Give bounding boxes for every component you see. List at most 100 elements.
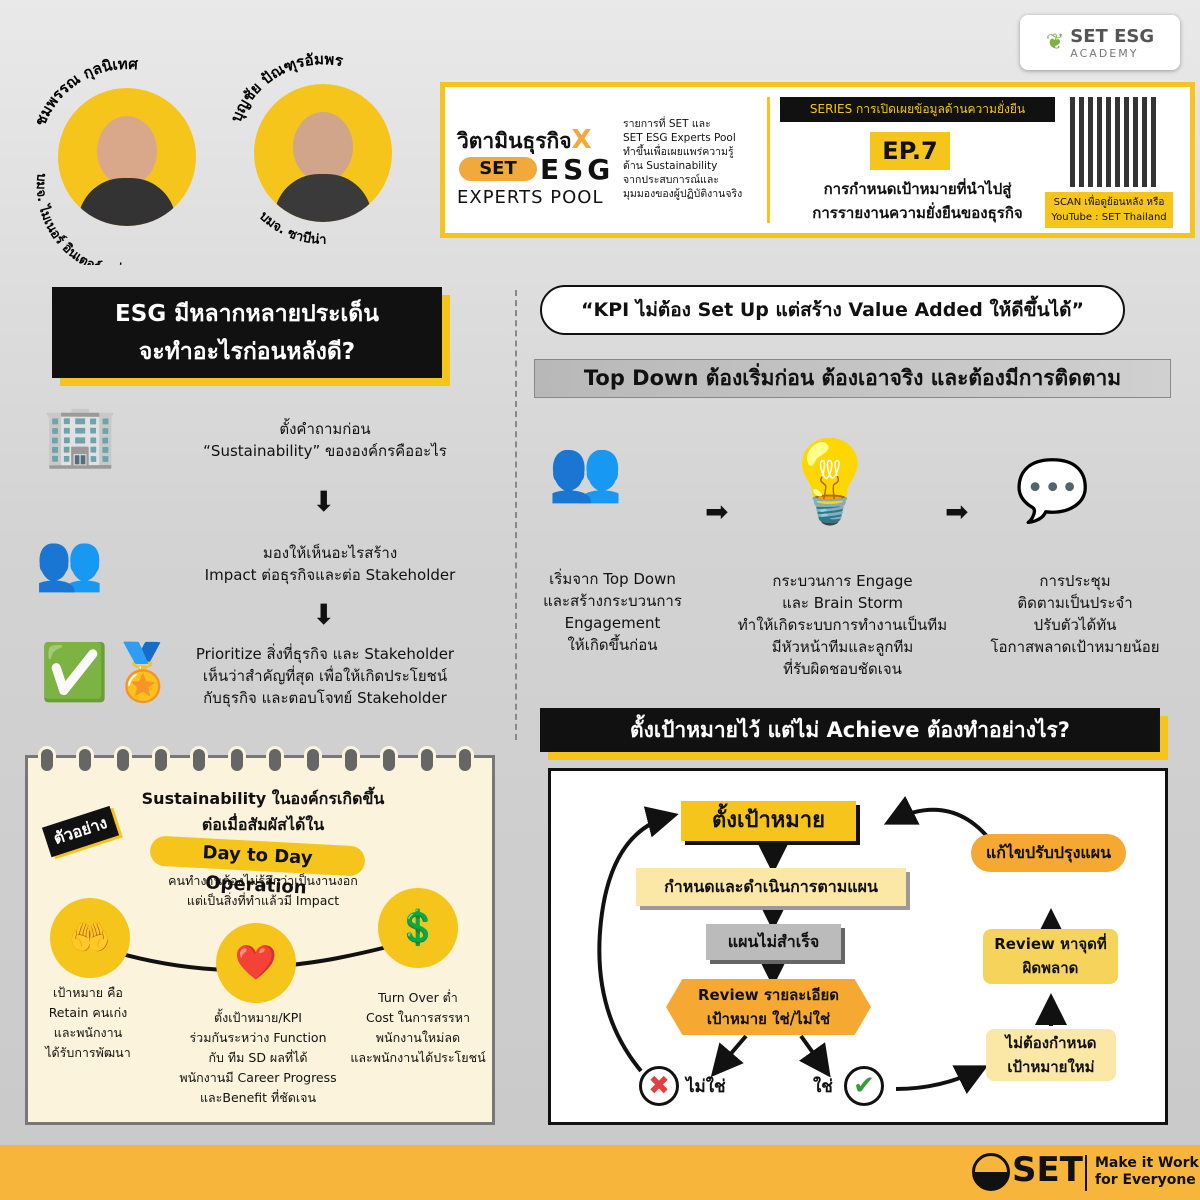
- achieve-heading: ตั้งเป้าหมายไว้ แต่ไม่ Achieve ต้องทำอย่…: [540, 708, 1160, 752]
- svg-text:บุญชัย ปัณฑุรอัมพร: บุญชัย ปัณฑุรอัมพร: [227, 50, 345, 125]
- episode-number: EP.7: [870, 132, 950, 170]
- desc-line: ทำขึ้นเพื่อเผยแพร่ความรู้: [623, 146, 734, 158]
- yes-label: ใช่: [813, 1077, 833, 1097]
- step-line: Impact ต่อธุรกิจและต่อ Stakeholder: [204, 566, 456, 584]
- section-divider: [515, 290, 517, 740]
- footer-divider: [1085, 1155, 1087, 1191]
- heart-hands-icon: ❤️: [216, 923, 296, 1003]
- right-arrow-icon: ➡: [945, 495, 969, 528]
- sub-line: แต่เป็นสิ่งที่ทำแล้วมี Impact: [186, 893, 340, 908]
- col-line: เริ่มจาก Top Down: [549, 570, 676, 588]
- cross-icon: ✖: [639, 1066, 679, 1106]
- ring: [456, 746, 474, 774]
- stakeholders-icon: 👥: [35, 530, 104, 594]
- step-3-text: Prioritize สิ่งที่ธุรกิจ และ Stakeholder…: [175, 643, 475, 709]
- ring: [418, 746, 436, 774]
- set-logo-icon: [972, 1153, 1010, 1191]
- check-icon: ✔: [844, 1066, 884, 1106]
- program-title: วิตามินธุรกิจ: [457, 129, 572, 153]
- no-label: ไม่ใช่: [686, 1077, 726, 1097]
- box-line: ไม่ต้องกำหนด: [1005, 1034, 1097, 1052]
- svg-text:ชมพรรณ กุลนิเทศ: ชมพรรณ กุลนิเทศ: [31, 55, 139, 129]
- box-line: เป้าหมายใหม่: [1007, 1058, 1095, 1076]
- set-badge: SET: [459, 157, 537, 181]
- example-title: Sustainability ในองค์กรเกิดขึ้นต่อเมื่อส…: [118, 786, 408, 838]
- ring: [76, 746, 94, 774]
- set-goal-box: ตั้งเป้าหมาย: [681, 801, 856, 841]
- col-line: ให้เกิดขึ้นก่อน: [567, 636, 658, 654]
- step-1-text: ตั้งคำถามก่อน“Sustainability” ขององค์กรค…: [170, 418, 480, 462]
- scan-line: YouTube : SET Thailand: [1051, 212, 1167, 223]
- ring: [190, 746, 208, 774]
- program-description: รายการที่ SET และ SET ESG Experts Pool ทำข…: [623, 117, 742, 201]
- col-line: การประชุม: [1039, 572, 1111, 590]
- example-notepad: ตัวอย่าง Sustainability ในองค์กรเกิดขึ้น…: [25, 746, 498, 1125]
- step-line: Prioritize สิ่งที่ธุรกิจ และ Stakeholder: [195, 645, 455, 663]
- review-decision: Review รายละเอียดเป้าหมาย ใช่/ไม่ใช่: [666, 979, 871, 1035]
- tag-line: for Everyone: [1095, 1172, 1196, 1188]
- step-line: กับธุรกิจ และตอบโจทย์ Stakeholder: [203, 689, 447, 707]
- scan-note: SCAN เพื่อดูย้อนหลัง หรือ YouTube : SET T…: [1045, 192, 1173, 228]
- step-line: “Sustainability” ขององค์กรคืออะไร: [203, 442, 447, 460]
- item-line: Cost ในการสรรหา: [365, 1010, 471, 1025]
- box-line: Review หาจุดที่: [994, 935, 1107, 953]
- desc-line: SET ESG Experts Pool: [623, 132, 736, 144]
- review-line: เป้าหมาย ใช่/ไม่ใช่: [706, 1010, 831, 1028]
- col-1-text: เริ่มจาก Top Down และสร้างกระบวนการ Engage…: [530, 568, 695, 656]
- review-errors-box: Review หาจุดที่ผิดพลาด: [983, 929, 1118, 984]
- down-arrow-icon: ⬇: [312, 485, 336, 518]
- col-line: ทำให้เกิดระบบการทำงานเป็นทีม: [737, 616, 948, 634]
- right-arrow-icon: ➡: [705, 495, 729, 528]
- qr-code[interactable]: [1070, 97, 1160, 187]
- title-line: ต่อเมื่อสัมผัสได้ใน: [201, 815, 325, 834]
- ring: [266, 746, 284, 774]
- footer-brand: SET: [1012, 1150, 1083, 1190]
- box-line: ผิดพลาด: [1022, 959, 1079, 977]
- review-line: Review รายละเอียด: [697, 986, 840, 1004]
- scan-line: SCAN เพื่อดูย้อนหลัง หรือ: [1053, 197, 1165, 208]
- esg-label: ESG: [540, 153, 615, 186]
- experts-pool-label: EXPERTS POOL: [457, 187, 604, 208]
- svg-text:บมจ. ไมเนอร์ อินเตอร์เนชั่นแนล: บมจ. ไมเนอร์ อินเตอร์เนชั่นแนล: [33, 172, 156, 265]
- ring: [228, 746, 246, 774]
- kpi-quote: “KPI ไม่ต้อง Set Up แต่สร้าง Value Added…: [540, 285, 1125, 335]
- col-line: ติดตามเป็นประจำ: [1017, 594, 1133, 612]
- item-line: ตั้งเป้าหมาย/KPI: [214, 1010, 302, 1025]
- col-line: และสร้างกระบวนการ: [543, 592, 682, 610]
- meeting-icon: 💬: [1015, 456, 1090, 526]
- top-down-team-icon: 👥: [548, 436, 623, 506]
- checklist-award-icon: ✅🏅: [40, 640, 177, 704]
- title-line: การกำหนดเป้าหมายที่นำไปสู่: [823, 180, 1012, 198]
- item-line: ร่วมกันระหว่าง Function: [189, 1030, 327, 1045]
- item-line: พนักงานมี Career Progress: [179, 1070, 337, 1085]
- ring: [342, 746, 360, 774]
- retain-talent-icon: 🤲: [50, 898, 130, 978]
- plan-failed-box: แผนไม่สำเร็จ: [706, 924, 841, 960]
- desc-line: รายการที่ SET และ: [623, 118, 711, 130]
- down-arrow-icon: ⬇: [312, 598, 336, 631]
- step-line: มองให้เห็นอะไรสร้าง: [262, 544, 398, 562]
- col-line: Engagement: [564, 614, 661, 632]
- item-line: ได้รับการพัฒนา: [45, 1045, 131, 1060]
- speakers-arc-text: ชมพรรณ กุลนิเทศ บมจ. ไมเนอร์ อินเตอร์เนช…: [31, 50, 345, 265]
- heading-line: ESG มีหลากหลายประเด็น: [115, 301, 379, 327]
- speaker-1-name: ชมพรรณ กุลนิเทศ: [31, 55, 139, 129]
- item-line: และพนักงานได้ประโยชน์: [350, 1050, 486, 1065]
- ring: [304, 746, 322, 774]
- example-tag: ตัวอย่าง: [41, 805, 120, 858]
- desc-line: มุมมองของผู้ปฏิบัติงานจริง: [623, 188, 743, 200]
- ring: [380, 746, 398, 774]
- cost-cycle-icon: 💲: [378, 888, 458, 968]
- desc-line: ด้าน Sustainability: [623, 160, 718, 172]
- logo-brand: SET ESG: [1070, 25, 1155, 47]
- col-line: โอกาสพลาดเป้าหมายน้อย: [990, 638, 1160, 656]
- col-line: กระบวนการ Engage: [772, 572, 913, 590]
- top-down-bar: Top Down ต้องเริ่มก่อน ต้องเอาจริง และต้…: [535, 360, 1170, 397]
- ring: [152, 746, 170, 774]
